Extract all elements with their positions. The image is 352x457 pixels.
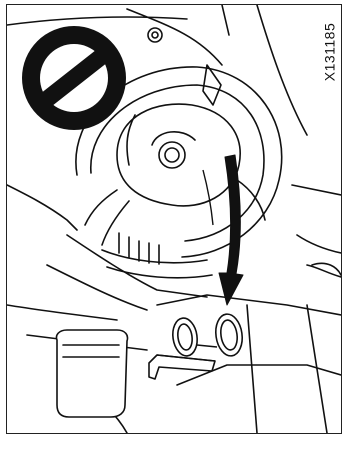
no-symbol-icon [22, 26, 126, 130]
figure-frame: X131185 [6, 4, 342, 434]
hood-release-lever [149, 312, 245, 379]
figure-id-text: X131185 [321, 23, 337, 82]
steering-wheel-illustration [7, 5, 341, 433]
figure-id-label: X131185 [319, 7, 339, 97]
